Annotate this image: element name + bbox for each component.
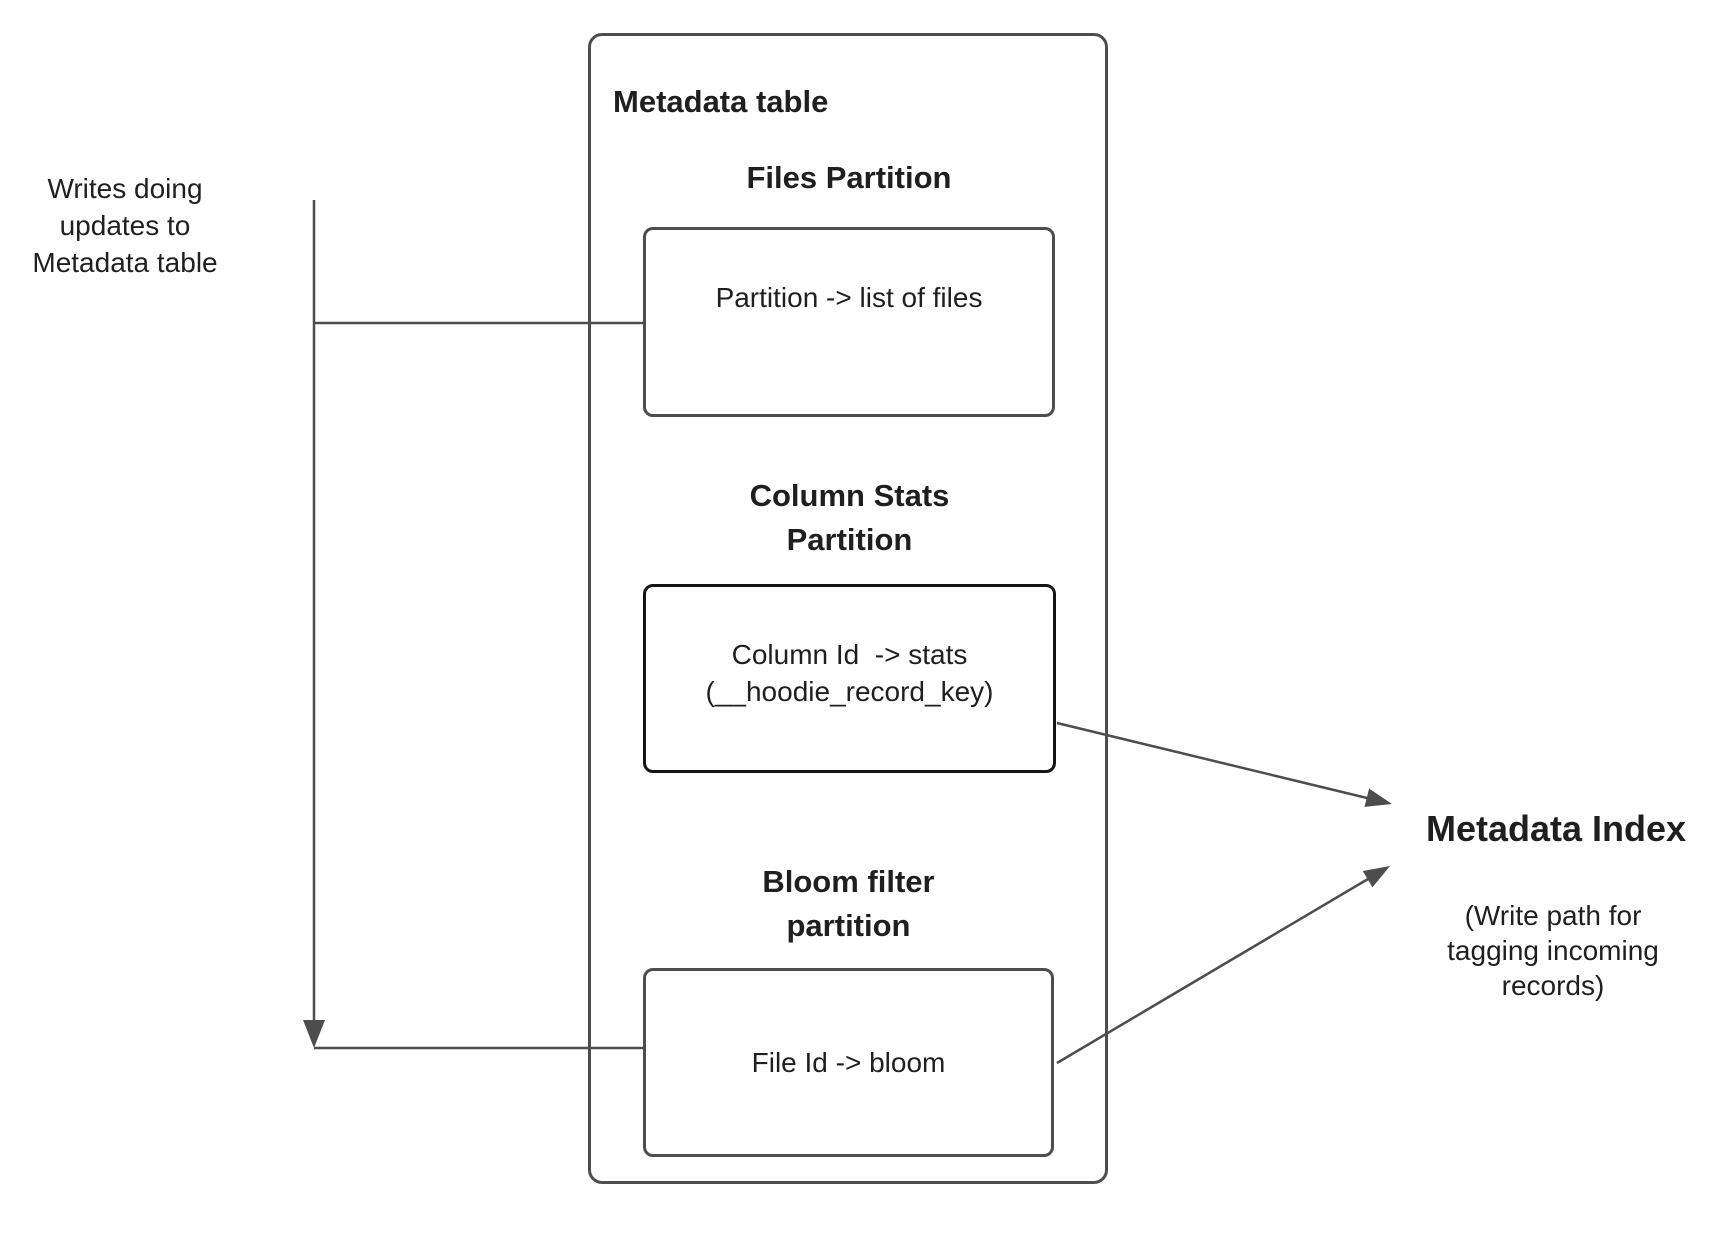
column-stats-partition-text: Column Id -> stats (__hoodie_record_key) [705, 638, 994, 707]
bloom-filter-partition-text: File Id -> bloom [751, 1047, 946, 1078]
bloom-to-index-connector [1056, 877, 1369, 1065]
bloom-filter-partition-heading: Bloom filter partition [762, 864, 935, 943]
column-stats-partition-heading: Column Stats Partition [749, 478, 950, 557]
metadata-table-title: Metadata table [613, 84, 829, 119]
bloom-filter-partition-box: File Id -> bloom [643, 968, 1054, 1157]
metadata-index-title: Metadata Index [1425, 808, 1687, 849]
column-stats-partition-box: Column Id -> stats (__hoodie_record_key) [643, 584, 1056, 773]
files-partition-box: Partition -> list of files [643, 227, 1055, 417]
column-stats-to-index-connector [1056, 721, 1368, 800]
metadata-index-subtitle: (Write path for tagging incoming records… [1447, 900, 1659, 1001]
arrowhead-down [303, 1020, 325, 1048]
files-partition-text: Partition -> list of files [715, 281, 983, 313]
metadata-table-box [588, 33, 1108, 1184]
writes-note: Writes doing updates to Metadata table [32, 173, 218, 278]
arrowhead-upper [1364, 788, 1392, 807]
arrowhead-lower [1362, 866, 1390, 888]
files-partition-heading: Files Partition [746, 160, 952, 195]
